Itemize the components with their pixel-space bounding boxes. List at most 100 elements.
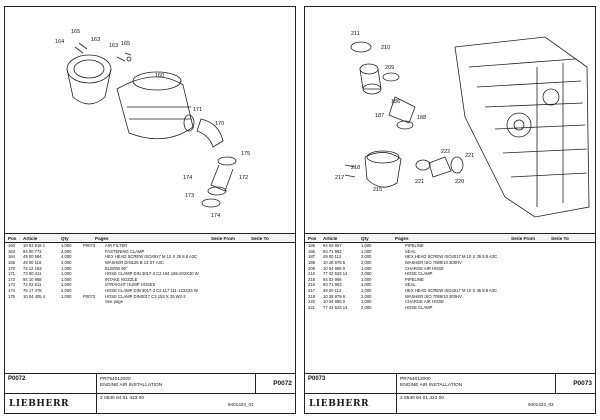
callout-163: 163 — [91, 37, 100, 43]
callout-165: 165 — [71, 29, 80, 35]
elbow-shape — [196, 118, 224, 148]
cell-qty: 1,000 — [361, 265, 372, 271]
cell-pos: 164 — [8, 254, 15, 260]
cell-description: HEX HEAD SCREW ISO4017 M 12 X 25 8.8 A3C — [105, 254, 198, 260]
cell-description: HOSE CLAMP — [405, 304, 433, 310]
callout-218: 218 — [351, 165, 360, 171]
callout-174b: 174 — [211, 213, 220, 219]
filter-body-shape — [116, 76, 194, 140]
cell-qty: 2,000 — [361, 271, 372, 277]
page-code-right: P0072 — [255, 374, 295, 393]
cell-article: 77 42 523 14 — [323, 271, 348, 277]
liebherr-logo: LIEBHERR — [5, 394, 97, 413]
cell-pos: 210 — [308, 271, 315, 277]
table-row: 186 93 71 962 1,000 SEAL — [305, 249, 595, 255]
cell-pos: 215 — [308, 276, 315, 282]
cell-pos: 171 — [8, 271, 15, 277]
exploded-diagram-charge-air: 211 210 209 187 186 188 218 217 215 221 … — [305, 7, 595, 233]
callout-217: 217 — [335, 175, 344, 181]
callout-220: 220 — [455, 179, 464, 185]
cell-article: 49 00 112 — [323, 254, 342, 260]
air-filter-drawing: 164 165 163 163 165 160 171 170 175 174 … — [55, 29, 250, 219]
page-code: P0072 — [5, 374, 97, 393]
cell-article: 73 60 411 — [23, 271, 42, 277]
cell-article: 94 10 868 — [23, 276, 42, 282]
cell-article: 94 03 957 — [323, 243, 342, 249]
callout-209: 209 — [385, 65, 394, 71]
cell-article: 49 00 594 — [23, 254, 42, 260]
cell-pos: 188 — [308, 260, 315, 266]
cell-pos: 209 — [308, 265, 315, 271]
liebherr-logo: LIEBHERR — [305, 394, 397, 413]
order-number: PR754012000 — [100, 377, 131, 382]
cell-article: 93 71 962 — [323, 248, 342, 254]
cell-qty: 1,000 — [61, 282, 72, 288]
callout-211: 211 — [351, 31, 360, 37]
document-id: 9401423_02 — [528, 402, 554, 407]
cell-pos: 216 — [308, 282, 315, 288]
cell-description: PIPELINE — [405, 276, 424, 282]
order-number: PR754012000 — [400, 377, 431, 382]
cell-article: 76 17 478 — [23, 288, 42, 294]
cell-pos: 172 — [8, 276, 15, 282]
cell-description: WASHER ISO 7089/10 300HV — [405, 293, 462, 299]
callout-164: 164 — [55, 39, 64, 45]
callout-222: 222 — [441, 149, 450, 155]
cell-qty: 1,000 — [61, 293, 72, 299]
cell-article: 10 28 979 5 — [323, 293, 346, 299]
cell-page-ref: P0073 — [83, 243, 96, 249]
cell-pos: 173 — [8, 282, 15, 288]
cell-description: HOSE CLAMP DIN 3017-3 C2 194 186-202X30 … — [105, 271, 199, 277]
cell-description: SEAL — [405, 248, 416, 254]
cell-qty: 1,000 — [361, 276, 372, 282]
callout-187: 187 — [375, 113, 384, 119]
cell-qty: 2,000 — [61, 288, 72, 294]
cell-pos: 220 — [308, 299, 315, 305]
cell-pos: 187 — [308, 254, 315, 260]
cell-qty: 2,000 — [61, 248, 72, 254]
cell-qty: 1,000 — [361, 248, 372, 254]
cell-qty: 2,000 — [361, 293, 372, 299]
page-code-right: P0073 — [555, 374, 595, 393]
callout-170: 170 — [215, 121, 224, 127]
callout-165b: 165 — [121, 41, 130, 47]
cell-pos: 186 — [308, 248, 315, 254]
cell-qty: 2,000 — [361, 254, 372, 260]
callout-221b: 221 — [465, 153, 474, 159]
callout-210: 210 — [381, 45, 390, 51]
cell-description: HOSE CLAMP DIN3017 C2 153 X 25 W2-2 — [105, 293, 186, 299]
callout-172: 172 — [239, 175, 248, 181]
cell-page-ref: P0073 — [83, 293, 96, 299]
section-title: ENGINE AIR INSTALLATION — [400, 383, 463, 388]
cell-article: 93 71 963 — [323, 282, 342, 288]
cell-article: 94 00 772 — [23, 248, 42, 254]
cell-qty: 2,000 — [361, 260, 372, 266]
parts-sheet-right: 211 210 209 187 186 188 218 217 215 221 … — [304, 6, 596, 414]
parts-table-left: Pos Article Qty Pages Serie From Serie T… — [5, 233, 295, 305]
sheet-footer-right: P0073 PR754012000 ENGINE AIR INSTALLATIO… — [305, 373, 595, 413]
callout-188: 188 — [417, 115, 426, 121]
charge-air-drawing: 211 210 209 187 186 188 218 217 215 221 … — [335, 31, 590, 218]
callout-175: 175 — [241, 151, 250, 157]
cell-description: PIPELINE — [405, 243, 424, 249]
cell-description: CHARGE AIR HOSE — [405, 265, 444, 271]
callout-186: 186 — [391, 99, 400, 105]
cell-description: See page — [105, 299, 123, 305]
exploded-diagram-air-filter: 164 165 163 163 165 160 171 170 175 174 … — [5, 7, 295, 233]
cell-qty: 2,000 — [361, 288, 372, 294]
cell-article: 77 42 523 14 — [323, 304, 348, 310]
cell-qty: 4,000 — [61, 260, 72, 266]
cell-article: 10 04 685 0 — [323, 299, 346, 305]
